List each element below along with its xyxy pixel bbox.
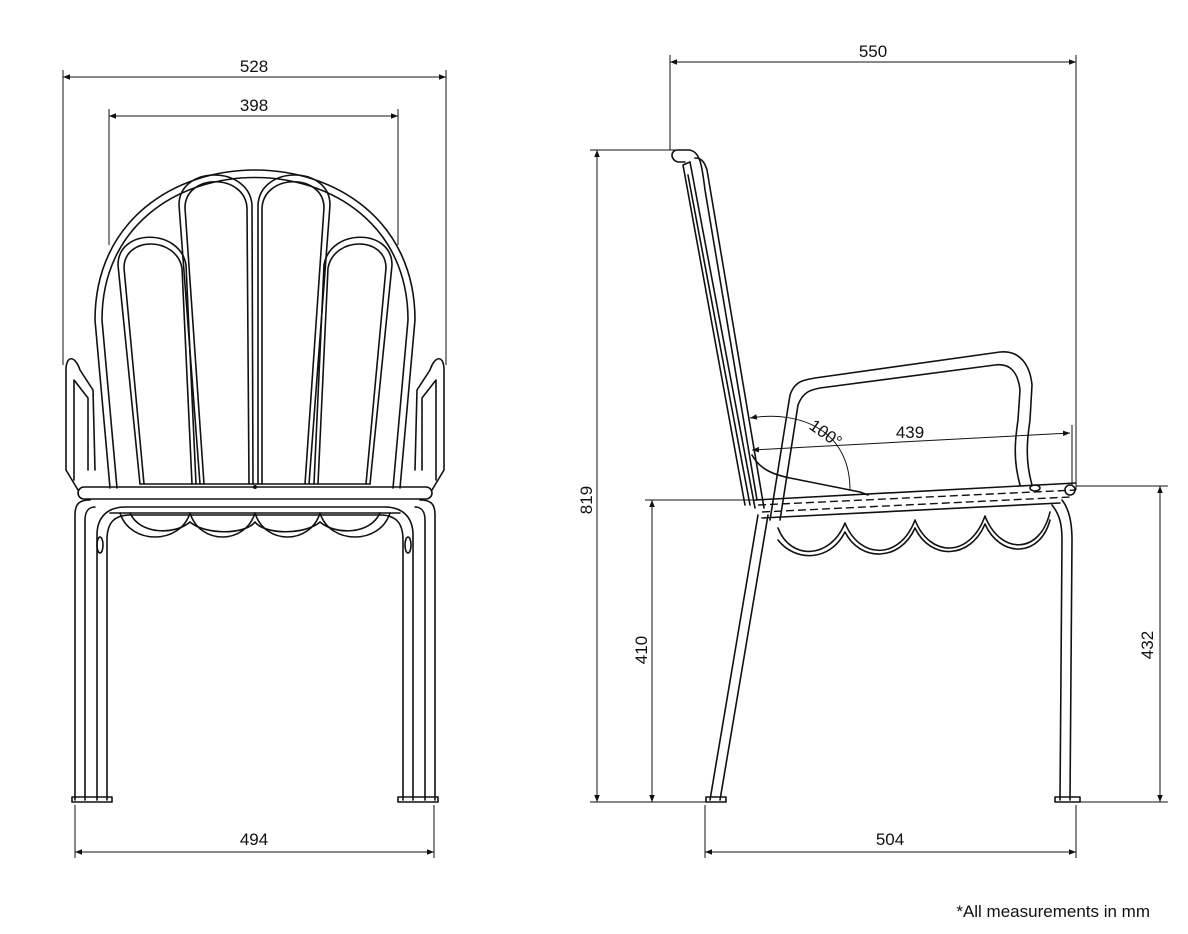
dim-leg-depth: 504 [704,805,1077,858]
dim-label-504: 504 [876,830,904,849]
front-view: 528 398 494 [62,57,447,858]
dim-seat-height-rear: 432 [1076,485,1168,803]
dim-label-432: 432 [1138,631,1157,659]
dim-seat-height-front: 410 [632,499,760,802]
dim-label-494: 494 [240,830,268,849]
dim-back-width: 398 [108,96,399,245]
dim-label-819: 819 [577,486,596,514]
dim-label-550: 550 [859,42,887,61]
side-view: 550 819 410 432 504 439 [577,42,1168,858]
dim-label-528: 528 [240,57,268,76]
dim-label-439: 439 [896,423,924,442]
dim-overall-depth: 550 [669,42,1077,490]
dim-overall-width: 528 [62,57,447,365]
dim-leg-span: 494 [74,805,435,858]
dim-label-410: 410 [632,636,651,664]
dim-overall-height: 819 [577,149,715,803]
footnote: *All measurements in mm [956,902,1150,921]
dim-seat-depth: 439 [751,423,1073,486]
dim-label-398: 398 [240,96,268,115]
dim-backrest-angle: 100° [749,414,851,491]
